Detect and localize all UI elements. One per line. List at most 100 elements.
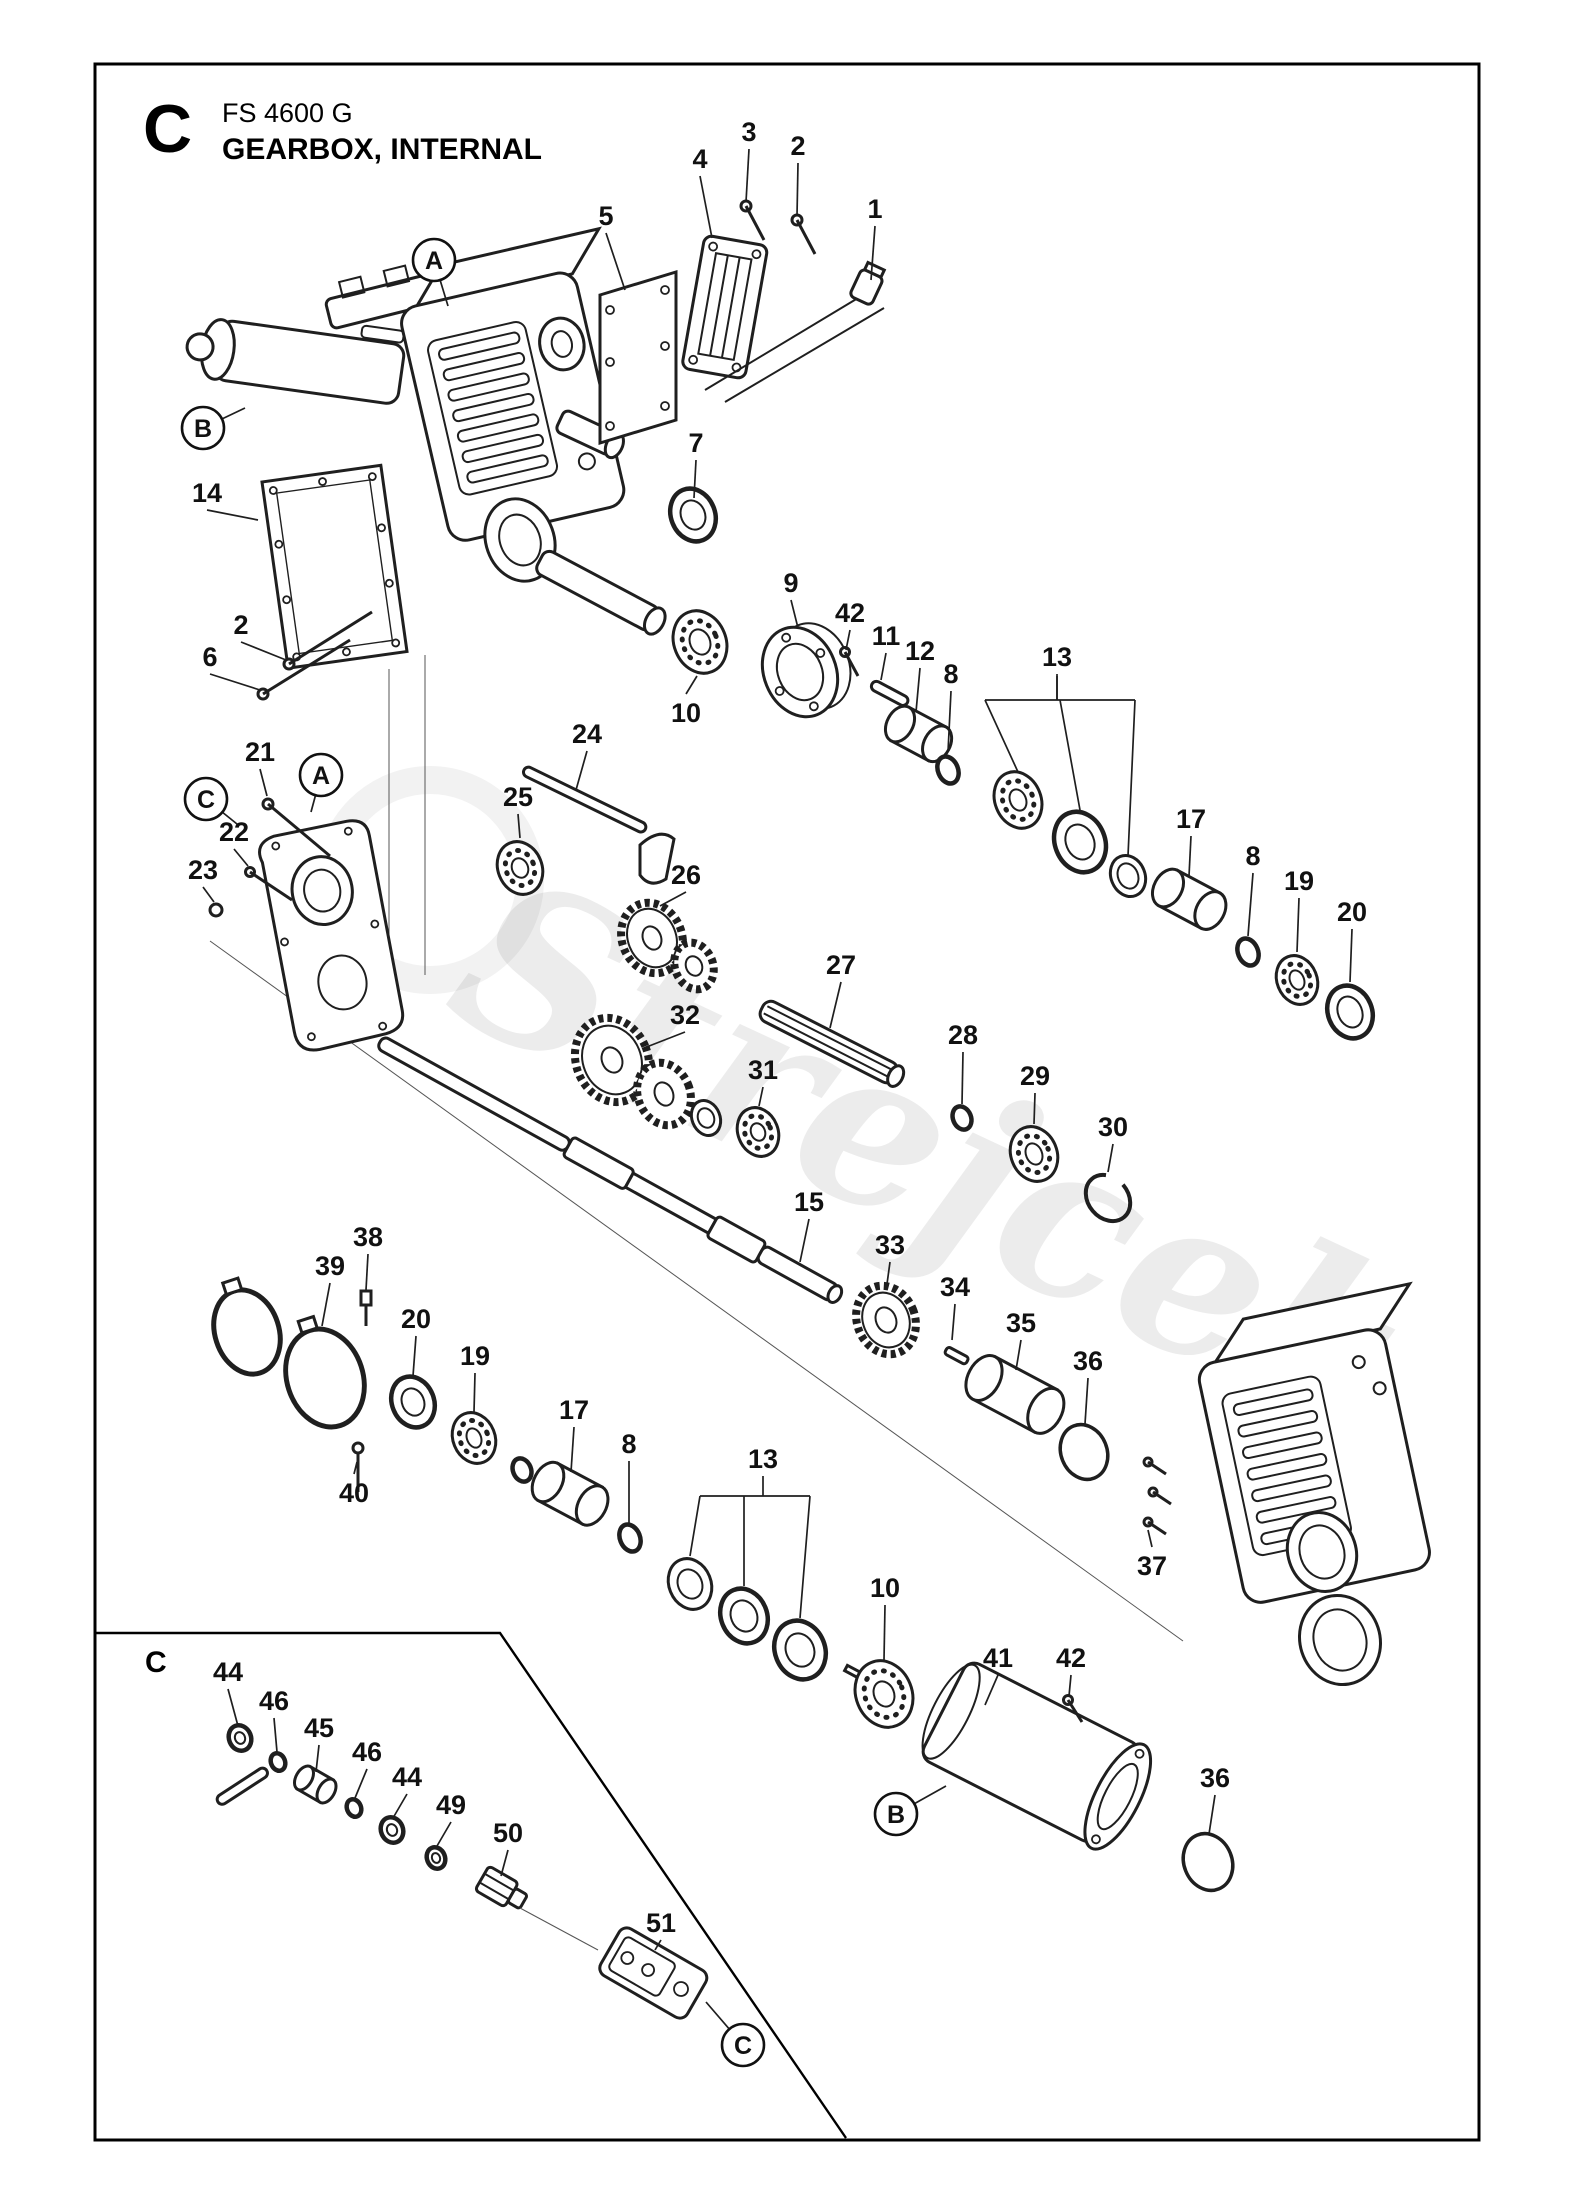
ref-label-B: B bbox=[194, 415, 212, 443]
plate-5 bbox=[598, 269, 678, 446]
leader-line bbox=[799, 1218, 810, 1263]
leader-line bbox=[880, 652, 887, 681]
leader-line bbox=[984, 1674, 999, 1706]
clamp-39 bbox=[211, 1276, 283, 1377]
leader-line bbox=[883, 1604, 886, 1661]
leader-line bbox=[227, 1688, 239, 1727]
part-number-3: 3 bbox=[741, 117, 756, 147]
part-number-27: 27 bbox=[826, 950, 856, 980]
section-letter: C bbox=[143, 91, 192, 167]
pin-11 bbox=[869, 679, 910, 707]
leader-line bbox=[870, 225, 876, 281]
leader-line bbox=[605, 232, 626, 291]
part-number-23: 23 bbox=[188, 855, 218, 885]
part-number-5: 5 bbox=[598, 201, 613, 231]
part-number-21: 21 bbox=[245, 737, 275, 767]
nut-44 bbox=[226, 1723, 254, 1753]
bearing-19-lower bbox=[450, 1411, 498, 1465]
part-number-42: 42 bbox=[835, 598, 865, 628]
seal-7 bbox=[667, 486, 719, 544]
leader-line bbox=[758, 1086, 764, 1107]
shaft-stub-lower bbox=[535, 549, 667, 636]
leader-line bbox=[202, 886, 215, 903]
ref-circle-C bbox=[720, 2022, 766, 2068]
part-number-10: 10 bbox=[671, 698, 701, 728]
seal-13-lower-2 bbox=[717, 1586, 771, 1646]
screw-42 bbox=[839, 646, 860, 677]
bracket-51 bbox=[598, 1926, 709, 2020]
leader-line bbox=[259, 768, 268, 797]
seal-13-lower-3 bbox=[771, 1618, 829, 1682]
leader-line bbox=[1208, 1794, 1216, 1835]
part-number-7: 7 bbox=[688, 428, 703, 458]
washer-8 bbox=[935, 754, 961, 786]
spacer-49 bbox=[424, 1845, 448, 1871]
collar-45 bbox=[293, 1764, 338, 1805]
leader-line bbox=[1147, 1529, 1153, 1548]
lever-pawl bbox=[638, 832, 676, 885]
circlip-30 bbox=[1083, 1172, 1133, 1224]
leader-line bbox=[1247, 872, 1254, 937]
page-title: GEARBOX, INTERNAL bbox=[222, 133, 542, 166]
leader-line bbox=[412, 1335, 417, 1377]
bushing-17 bbox=[1150, 867, 1228, 931]
page-border bbox=[93, 62, 1481, 2142]
leader-line bbox=[1296, 897, 1300, 953]
leader-line bbox=[685, 675, 698, 695]
part-number-49: 49 bbox=[436, 1790, 466, 1820]
axis-frame bbox=[388, 655, 426, 989]
part-number-34: 34 bbox=[940, 1272, 970, 1302]
bracket-4 bbox=[681, 234, 769, 380]
leader-line bbox=[947, 690, 952, 753]
leader-line bbox=[206, 509, 259, 521]
leader-line bbox=[1188, 835, 1192, 877]
leader-line bbox=[209, 673, 261, 691]
ref-circle-A bbox=[411, 237, 457, 283]
part-number-10: 10 bbox=[870, 1573, 900, 1603]
leader-line bbox=[473, 1372, 476, 1413]
part-number-36: 36 bbox=[1200, 1763, 1230, 1793]
seal-13 bbox=[1051, 809, 1109, 875]
part-number-42: 42 bbox=[1056, 1643, 1086, 1673]
shaft-27 bbox=[758, 999, 906, 1088]
o-ring-36-lower bbox=[1181, 1831, 1235, 1893]
screw-42-lower bbox=[1062, 1694, 1084, 1723]
part-number-11: 11 bbox=[872, 621, 901, 651]
leader-line bbox=[500, 1849, 509, 1877]
leader-line bbox=[365, 1253, 369, 1291]
leader-line bbox=[570, 1426, 575, 1473]
bolt-38 bbox=[359, 1289, 373, 1326]
long-bolt bbox=[724, 307, 885, 403]
leader-line bbox=[315, 1744, 320, 1773]
leader-line bbox=[745, 148, 750, 203]
part-number-50: 50 bbox=[493, 1818, 523, 1848]
part-number-46: 46 bbox=[259, 1686, 289, 1716]
housing-flange bbox=[483, 497, 557, 583]
part-number-44: 44 bbox=[213, 1657, 243, 1687]
bracket-13-bottom bbox=[689, 1495, 811, 1619]
part-number-30: 30 bbox=[1098, 1112, 1128, 1142]
shaft-15 bbox=[377, 1036, 844, 1304]
washer-small bbox=[510, 1456, 534, 1484]
washer-46 bbox=[268, 1751, 288, 1773]
inset-section-label: C bbox=[145, 1646, 167, 1679]
cover-plate-14 bbox=[260, 463, 409, 670]
part-number-35: 35 bbox=[1006, 1308, 1036, 1338]
part-number-40: 40 bbox=[339, 1478, 369, 1508]
washer-8-lower bbox=[617, 1522, 643, 1554]
bearing-29 bbox=[1008, 1125, 1060, 1183]
gear-32 bbox=[570, 1013, 654, 1107]
bolt-21 bbox=[261, 797, 331, 858]
leader-line bbox=[1068, 1674, 1072, 1697]
nut-44b bbox=[378, 1815, 406, 1845]
part-number-9: 9 bbox=[783, 568, 798, 598]
part-number-37: 37 bbox=[1137, 1551, 1167, 1581]
part-number-33: 33 bbox=[875, 1230, 905, 1260]
leader-line bbox=[915, 667, 921, 713]
bushing-35 bbox=[964, 1354, 1066, 1435]
ref-label-A: A bbox=[425, 247, 443, 275]
washer-46b bbox=[344, 1797, 364, 1819]
coupler-50 bbox=[474, 1865, 528, 1910]
